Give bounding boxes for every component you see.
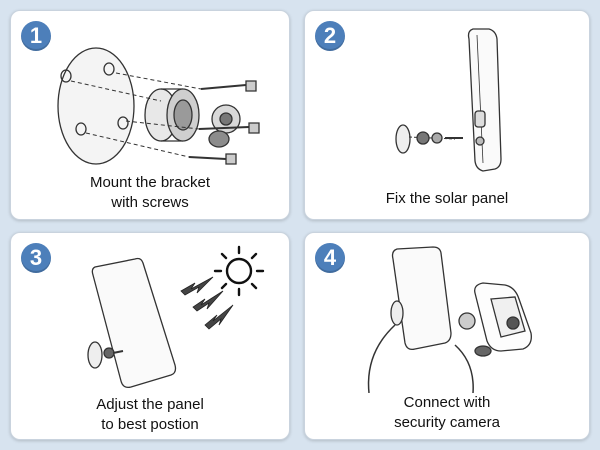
step-caption: Mount the bracket with screws	[11, 173, 289, 213]
solar-panel-mount-illustration	[395, 28, 502, 172]
caption-line-1: Fix the solar panel	[385, 190, 509, 207]
step-caption: Connect with security camera	[305, 393, 589, 433]
step-card-3: 3 Adjust the panel	[10, 232, 290, 440]
bracket-exploded-illustration	[57, 47, 260, 165]
caption-line-1: Connect with	[403, 394, 491, 411]
step-card-2: 2 Fix the solar panel	[304, 10, 590, 220]
adjust-panel-illustration	[87, 245, 265, 389]
step-number-badge: 2	[315, 21, 345, 51]
sunlight-arrow-icon	[180, 276, 234, 330]
step-card-1: 1	[10, 10, 290, 220]
step-number-badge: 3	[21, 243, 51, 273]
caption-line-2: with screws	[111, 194, 189, 211]
caption-line-1: Adjust the panel	[96, 396, 204, 413]
caption-line-1: Mount the bracket	[89, 174, 211, 191]
caption-line-2: security camera	[394, 414, 500, 431]
step-caption: Adjust the panel to best postion	[11, 395, 289, 435]
step-number-badge: 4	[315, 243, 345, 273]
sun-icon	[213, 245, 265, 297]
connect-camera-illustration	[367, 246, 532, 393]
step-card-4: 4 Connect with security	[304, 232, 590, 440]
caption-line-2: to best postion	[101, 416, 199, 433]
step-number-badge: 1	[21, 21, 51, 51]
step-caption: Fix the solar panel	[305, 189, 589, 209]
